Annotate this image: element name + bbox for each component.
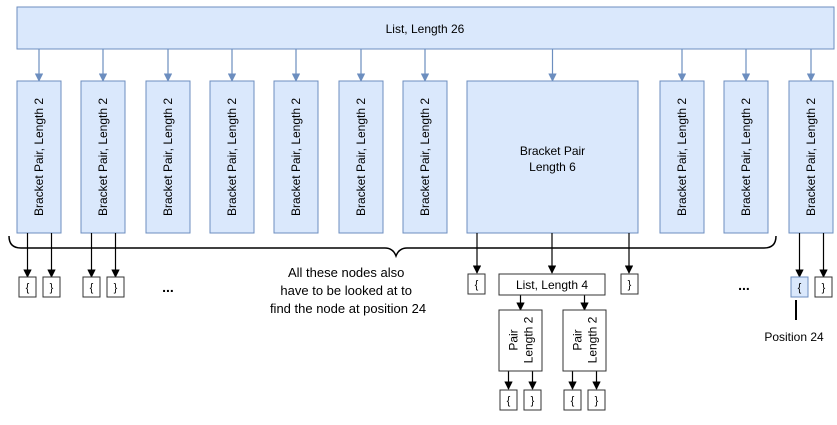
open-brace-text: { [475,279,479,291]
bracket-pair-label: Bracket Pair, Length 2 [739,98,753,216]
bracket-pair-label: Bracket Pair, Length 2 [354,98,368,216]
annotation-line-1: All these nodes also [288,265,404,280]
bracket-pair-label: Bracket Pair, Length 2 [289,98,303,216]
leaf-node: } [814,276,833,298]
ellipsis-right: ... [738,277,750,293]
ellipsis-left: ... [162,279,174,295]
bracket-pair-node: Bracket Pair, Length 2 [209,80,255,234]
bracket-pair-label: Bracket Pair, Length 2 [96,98,110,216]
close-brace-text: } [595,395,599,407]
inner-pair-label-line: Pair [571,329,585,350]
inner-leaf-node: } [587,389,606,411]
annotation-text: All these nodes also have to be looked a… [270,265,426,316]
inner-list-label: List, Length 4 [516,278,588,292]
annotation-line-2: have to be looked at to [280,283,412,298]
bracket-pair-label: Bracket Pair, Length 2 [675,98,689,216]
inner-leaf-node: { [563,389,582,411]
root-list-label: List, Length 26 [386,22,465,36]
bracket-pair-label: Bracket Pair, Length 2 [804,98,818,216]
bracket-pair-children: Bracket Pair, Length 2 Bracket Pair, Leng… [16,49,834,390]
bracket-pair-6-label-line: Bracket Pair [520,144,585,158]
position-label: Position 24 [764,330,824,344]
inner-pair-label-line: Length 2 [586,316,600,363]
bracket-pair-label: Bracket Pair, Length 2 [32,98,46,216]
open-brace-text: { [507,395,511,407]
bracket-pair-node: Bracket Pair, Length 2 [145,80,191,234]
bracket-pair-node: Bracket Pair, Length 2 [16,80,62,234]
close-brace-text: } [114,282,118,294]
bracket-pair-label: Bracket Pair, Length 2 [225,98,239,216]
inner-leaf-node: } [523,389,542,411]
grouping-brace [8,235,777,259]
open-brace-text: { [571,395,575,407]
inner-list-node: List, Length 4 [498,273,606,296]
bracket-pair-label: Bracket Pair, Length 2 [418,98,432,216]
target-leaf-position-24: { [790,276,809,298]
root-list-node: List, Length 26 [16,6,835,50]
inner-pair-label-line: Pair [507,329,521,350]
close-brace-text: } [822,282,826,294]
close-brace-text: } [628,279,632,291]
bracket-pair-6-label-line: Length 6 [529,160,576,174]
open-brace-text: { [26,282,30,294]
bracket-pair-node: Bracket Pair, Length 2 [723,80,769,234]
bracket-pair-node: Bracket Pair, Length 2 [788,80,834,234]
leaf-node: { [82,276,101,298]
leaf-node: } [42,276,61,298]
close-brace-text: } [531,395,535,407]
close-brace-text: } [50,282,54,294]
bracket-pair-node: Bracket Pair, Length 2 [402,80,448,234]
bracket-pair-node: Bracket Pair, Length 2 [338,80,384,234]
inner-leaf-node: { [499,389,518,411]
leaf-node: { [18,276,37,298]
bracket-pair-node: Bracket Pair, Length 2 [659,80,705,234]
inner-pair-label-line: Length 2 [522,316,536,363]
bracket-pair-node: Bracket Pair, Length 2 [80,80,126,234]
big-pair-close-leaf: } [620,273,639,295]
annotation-line-3: find the node at position 24 [270,301,426,316]
big-pair-open-leaf: { [467,273,486,295]
bracket-pair-node: Bracket Pair, Length 2 [273,80,319,234]
leaf-node: } [106,276,125,298]
bracket-pair-label: Bracket Pair, Length 2 [161,98,175,216]
open-brace-text: { [798,282,802,294]
open-brace-text: { [90,282,94,294]
